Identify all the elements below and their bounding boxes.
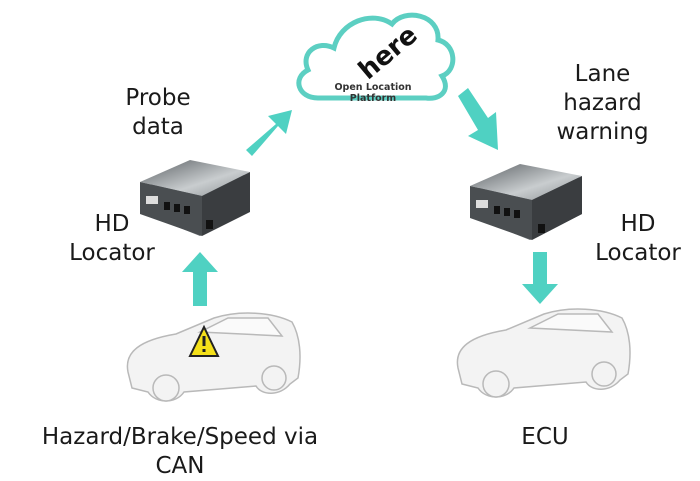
hd-locator-label-right: HD Locator	[588, 210, 688, 268]
arrow-down-icon	[522, 252, 558, 304]
arrow-down-right-icon	[458, 88, 498, 150]
lane-hazard-warning-label: Lane hazard warning	[555, 60, 650, 147]
platform-name: Open Location Platform	[334, 82, 412, 104]
diagram-graphics	[126, 12, 631, 402]
probe-data-label: Probe data	[118, 84, 198, 142]
left-caption: Hazard/Brake/Speed via CAN	[41, 424, 319, 479]
lane-hazard-line: warning	[556, 119, 649, 145]
hd-locator-device-left	[140, 160, 250, 236]
hd-locator-line: HD	[94, 211, 130, 237]
hd-locator-label-left: HD Locator	[62, 210, 162, 268]
lane-hazard-line: hazard	[563, 90, 642, 116]
car-left	[126, 312, 301, 402]
cloud-icon	[296, 12, 456, 101]
hd-locator-line: Locator	[595, 240, 681, 266]
hd-locator-line: Locator	[69, 240, 155, 266]
probe-data-line: Probe	[125, 85, 191, 111]
right-caption: ECU	[521, 424, 569, 450]
hd-locator-device-right	[470, 164, 582, 240]
probe-data-line: data	[132, 114, 184, 140]
lane-hazard-line: Lane	[574, 61, 631, 87]
arrow-up-right-icon	[246, 110, 292, 156]
car-right	[456, 308, 631, 398]
warning-icon	[188, 324, 220, 357]
hd-locator-line: HD	[620, 211, 656, 237]
arrow-up-icon	[182, 252, 218, 306]
